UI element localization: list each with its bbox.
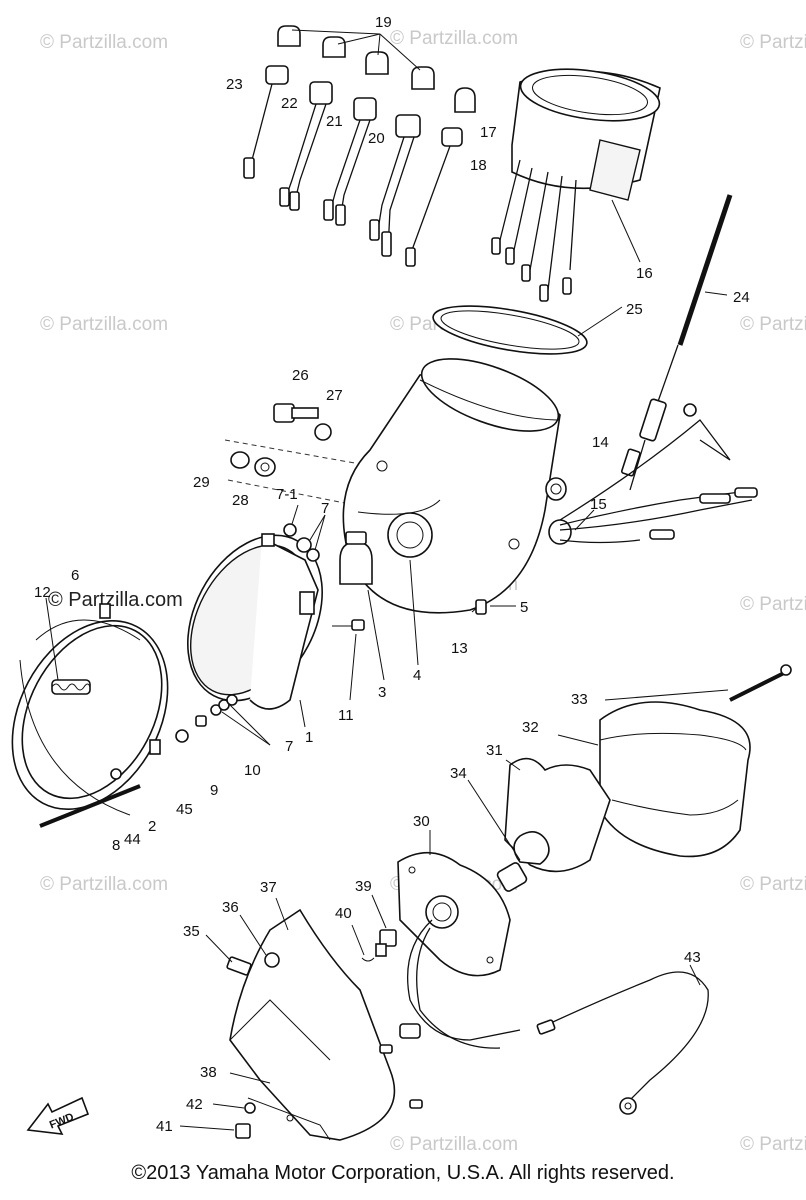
callout-label: 40 (335, 905, 352, 922)
part-1-lamp (187, 533, 323, 728)
parts-38-42-41 (179, 1072, 271, 1139)
callout-label: 13 (451, 640, 468, 657)
callout-label: 44 (124, 831, 141, 848)
callout-label: 29 (193, 474, 210, 491)
callout-label: 22 (281, 95, 298, 112)
part-4-socket (339, 512, 433, 666)
callout-label: 21 (326, 113, 343, 130)
callout-label: 34 (450, 765, 467, 782)
bulb-sockets (243, 65, 476, 267)
callout-label: 23 (226, 76, 243, 93)
part-15-wires (548, 403, 758, 545)
callout-labels: 19 23 22 21 20 17 18 16 24 25 26 27 29 2… (34, 14, 750, 1135)
part-2-rim (11, 597, 169, 828)
part-16-speedometer (491, 68, 661, 302)
callout-label: 1 (305, 729, 313, 746)
callout-label: 16 (636, 265, 653, 282)
watermark: © Partzilla.com (740, 32, 806, 53)
part-24-cable (620, 194, 733, 491)
callout-label: 45 (176, 801, 193, 818)
callout-label: 17 (480, 124, 497, 141)
callout-label: 19 (375, 14, 392, 31)
part-34-bulb (467, 779, 550, 892)
callout-label: 25 (626, 301, 643, 318)
watermark-featured: © Partzilla.com (48, 589, 183, 611)
callout-label: 27 (326, 387, 343, 404)
callout-label: 7 (321, 500, 329, 517)
watermark: © Partzilla.com (40, 314, 168, 335)
callout-label: 7 (285, 738, 293, 755)
watermark: © Partzilla.com (740, 594, 806, 615)
callout-label: 10 (244, 762, 261, 779)
part-19-caps (277, 25, 435, 90)
part-43-wire (536, 964, 709, 1115)
callout-label: 32 (522, 719, 539, 736)
hardware-7 (175, 504, 326, 746)
watermark: © Partzilla.com (740, 1134, 806, 1155)
callout-label: 38 (200, 1064, 217, 1081)
callout-label: 42 (186, 1096, 203, 1113)
callout-label: 4 (413, 667, 421, 684)
watermark: © Partzilla.com (390, 1134, 518, 1155)
callout-label: 37 (260, 879, 277, 896)
parts-3-11 (332, 589, 385, 701)
callout-label: 41 (156, 1118, 173, 1135)
part-32-cover (557, 701, 751, 858)
part-33-bolt (604, 664, 792, 702)
callout-label: 31 (486, 742, 503, 759)
part-30-base (397, 830, 521, 1049)
callout-label: 5 (520, 599, 528, 616)
callout-label: 3 (378, 684, 386, 701)
callout-label: 24 (733, 289, 750, 306)
callout-label: 14 (592, 434, 609, 451)
callout-label: 6 (71, 567, 79, 584)
callout-label: 15 (590, 496, 607, 513)
watermark: © Partzilla.com (740, 874, 806, 895)
callout-label: 35 (183, 923, 200, 940)
callout-label: 43 (684, 949, 701, 966)
part-5-screw (475, 599, 487, 615)
callout-label: 20 (368, 130, 385, 147)
callout-label: 12 (34, 584, 51, 601)
callout-label: 7-1 (276, 486, 298, 503)
callout-label: 8 (112, 837, 120, 854)
fwd-arrow: FWD (26, 1096, 90, 1135)
callout-label: 39 (355, 878, 372, 895)
parts-39-40 (351, 894, 397, 962)
callout-label: 2 (148, 818, 156, 835)
part-25-ring (432, 305, 588, 355)
watermark: © Partzilla.com (390, 28, 518, 49)
watermark: © Partzilla.com (40, 874, 168, 895)
watermark: © Partzilla.com (740, 314, 806, 335)
callout-label: 18 (470, 157, 487, 174)
watermark: © Partzilla.com (40, 32, 168, 53)
callout-label: 9 (210, 782, 218, 799)
copyright-notice: ©2013 Yamaha Motor Corporation, U.S.A. A… (131, 1162, 675, 1184)
parts-35-36 (205, 914, 280, 976)
callout-label: 36 (222, 899, 239, 916)
callout-label: 28 (232, 492, 249, 509)
callout-label: 26 (292, 367, 309, 384)
part-13-housing (342, 358, 567, 614)
callout-label: 11 (338, 707, 354, 724)
callout-label: 33 (571, 691, 588, 708)
callout-label: 30 (413, 813, 430, 830)
